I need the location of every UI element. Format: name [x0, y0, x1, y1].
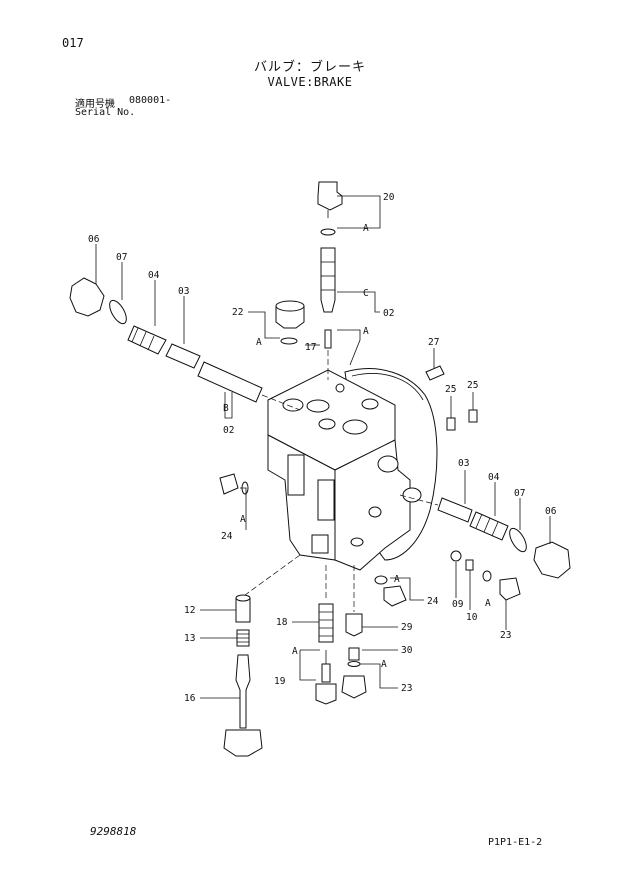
label-25-a: 25 [445, 384, 456, 395]
ref-letter-a-2: A [363, 326, 369, 337]
label-02-left: 02 [223, 425, 234, 436]
title-english: VALVE:BRAKE [267, 75, 353, 89]
ref-letter-a-7: A [292, 646, 298, 657]
page-number: 017 [62, 36, 84, 50]
label-19: 19 [274, 676, 286, 687]
ref-letter-c-1: C [363, 288, 369, 299]
serial-label-japanese: 適用号機 [75, 99, 115, 110]
right-plug-assembly [399, 494, 571, 579]
title-japanese: バルブ：ブレーキ [253, 60, 366, 75]
label-18: 18 [276, 617, 288, 628]
serial-label-english: Serial No. [75, 107, 136, 118]
sheet-code: P1P1-E1-2 [488, 837, 543, 848]
label-23-bottom: 23 [401, 683, 412, 694]
label-06-left: 06 [88, 234, 100, 245]
label-27: 27 [428, 337, 439, 348]
ref-letter-a-1: A [363, 223, 369, 234]
ref-letter-a-8: A [381, 659, 387, 670]
label-04-left: 04 [148, 270, 160, 281]
plug-22 [275, 300, 305, 345]
valve-body [267, 368, 438, 571]
label-04-right: 04 [488, 472, 500, 483]
spool-assembly-top [317, 181, 343, 380]
label-29: 29 [401, 622, 413, 633]
label-25-b: 25 [467, 380, 478, 391]
label-12: 12 [184, 605, 195, 616]
label-09: 09 [452, 599, 464, 610]
drawing-number: 9298818 [90, 825, 137, 838]
ref-letter-a-5: A [394, 574, 400, 585]
label-23-right: 23 [500, 630, 511, 641]
ref-letter-a-4: A [240, 514, 246, 525]
label-07-left: 07 [116, 252, 127, 263]
label-03-right: 03 [458, 458, 469, 469]
label-20: 20 [383, 192, 395, 203]
plug-24-left [219, 473, 249, 495]
plug-24-right [374, 550, 521, 607]
serial-number-value: 080001- [129, 95, 172, 106]
lower-middle-column [315, 565, 337, 705]
leader-lines [95, 195, 551, 699]
label-24-left: 24 [221, 531, 233, 542]
label-02-top: 02 [383, 308, 394, 319]
label-13: 13 [184, 633, 195, 644]
label-07-right: 07 [514, 488, 525, 499]
label-24-right: 24 [427, 596, 439, 607]
label-22: 22 [232, 307, 243, 318]
label-16: 16 [184, 693, 196, 704]
label-10: 10 [466, 612, 478, 623]
label-03-left: 03 [178, 286, 189, 297]
left-plug-assembly [69, 277, 301, 411]
lower-left-column [223, 554, 301, 757]
label-30: 30 [401, 645, 413, 656]
ref-letter-a-3: A [256, 337, 262, 348]
label-06-right: 06 [545, 506, 557, 517]
ref-letter-a-6: A [485, 598, 491, 609]
lower-right-column [341, 565, 367, 699]
ref-letter-b-1: B [223, 403, 229, 414]
part-number-labels: 20 A C 02 A 06 07 04 03 22 A 17 B 02 27 … [88, 192, 557, 704]
label-17: 17 [305, 342, 316, 353]
